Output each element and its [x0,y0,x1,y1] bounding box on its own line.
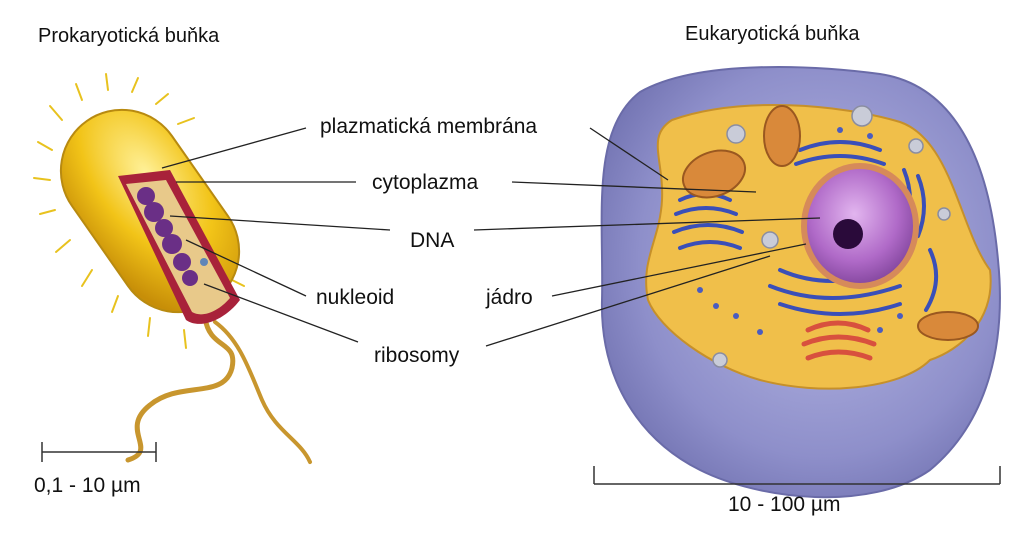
label-nucleus: jádro [486,286,533,309]
leader-nucleoid [185,239,307,297]
leader-lines [161,127,821,347]
eukaryote-title: Eukaryotická buňka [685,23,860,45]
bacterium [33,73,312,464]
nucleolus [833,219,863,249]
leader-nucleus [551,243,807,297]
eukaryote-scale-bar [593,466,1001,485]
prokaryote-title: Prokaryotická buňka [38,25,220,47]
bacterium-ribosome [200,258,208,266]
label-nucleoid: nukleoid [316,286,395,309]
mitochondrion-1 [682,149,746,199]
label-dna: DNA [410,229,455,252]
eukaryote-scale-label: 10 - 100 µm [728,493,841,516]
mitochondrion-3 [917,311,979,341]
leader-cytoplasm-right [511,181,757,193]
leader-dna-left [169,215,391,231]
label-cytoplasm: cytoplazma [372,171,479,194]
bacterium-dna [137,187,198,286]
leader-dna-right [473,217,821,231]
leader-membrane-right [589,127,669,181]
eukaryotic-cell [600,66,1001,499]
flagellum-2 [213,320,312,464]
prokaryote-scale-label: 0,1 - 10 µm [34,474,141,497]
mitochondrion-2 [763,105,801,167]
label-ribosomes: ribosomy [374,344,460,367]
flagellum [125,315,236,463]
cell-ribosomes [697,127,903,335]
pili [33,73,245,349]
prokaryote-scale-bar [41,442,157,462]
vesicles [712,105,951,368]
leader-ribosomes-right [485,255,771,347]
golgi-apparatus [801,320,877,361]
leader-ribosomes-left [203,283,359,343]
leader-membrane-left [161,127,307,169]
label-plasma-membrane: plazmatická membrána [320,115,538,138]
